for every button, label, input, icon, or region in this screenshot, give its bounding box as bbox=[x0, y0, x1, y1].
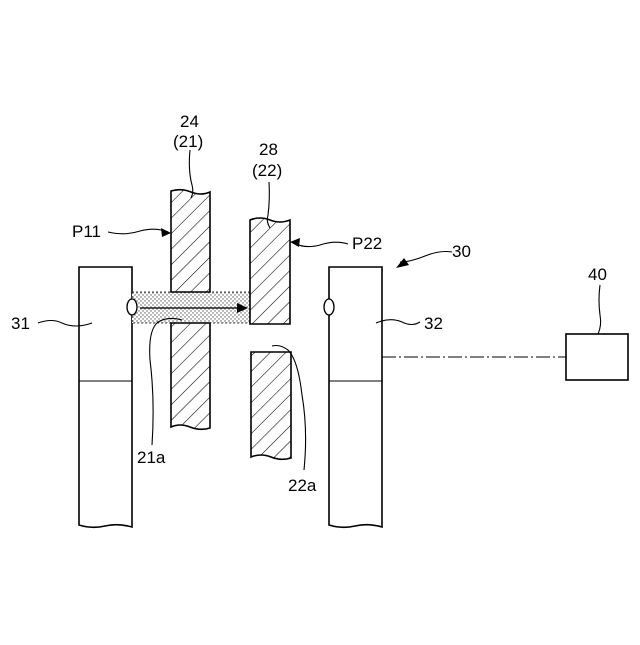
label-21a: 21a bbox=[137, 448, 166, 467]
label-32: 32 bbox=[424, 314, 443, 333]
leader-p11-arrowhead bbox=[161, 228, 171, 237]
leader-30 bbox=[400, 252, 452, 263]
plate-28-upper bbox=[250, 218, 290, 324]
label-24: 24 bbox=[180, 112, 199, 131]
leader-40 bbox=[598, 285, 601, 334]
label-28: 28 bbox=[259, 140, 278, 159]
plate-28-lower bbox=[251, 352, 291, 459]
label-22a: 22a bbox=[288, 476, 317, 495]
label-21-sub: (21) bbox=[173, 132, 203, 151]
label-30: 30 bbox=[452, 242, 471, 261]
leader-30-arrowhead bbox=[396, 258, 409, 268]
label-p22: P22 bbox=[352, 234, 382, 253]
leader-p11 bbox=[108, 229, 168, 234]
label-22-sub: (22) bbox=[252, 161, 282, 180]
left-column-31 bbox=[79, 267, 132, 527]
hole-left-column bbox=[127, 299, 137, 315]
leader-p22-arrowhead bbox=[290, 238, 300, 247]
right-column-32 bbox=[329, 267, 382, 527]
label-40: 40 bbox=[588, 265, 607, 284]
label-p11: P11 bbox=[72, 222, 101, 241]
plate-24-upper bbox=[171, 190, 210, 292]
plate-24-lower bbox=[171, 323, 210, 429]
unit-40-box bbox=[566, 334, 628, 380]
leader-p22 bbox=[294, 242, 348, 246]
hole-right-column bbox=[324, 299, 334, 315]
label-31: 31 bbox=[11, 314, 30, 333]
